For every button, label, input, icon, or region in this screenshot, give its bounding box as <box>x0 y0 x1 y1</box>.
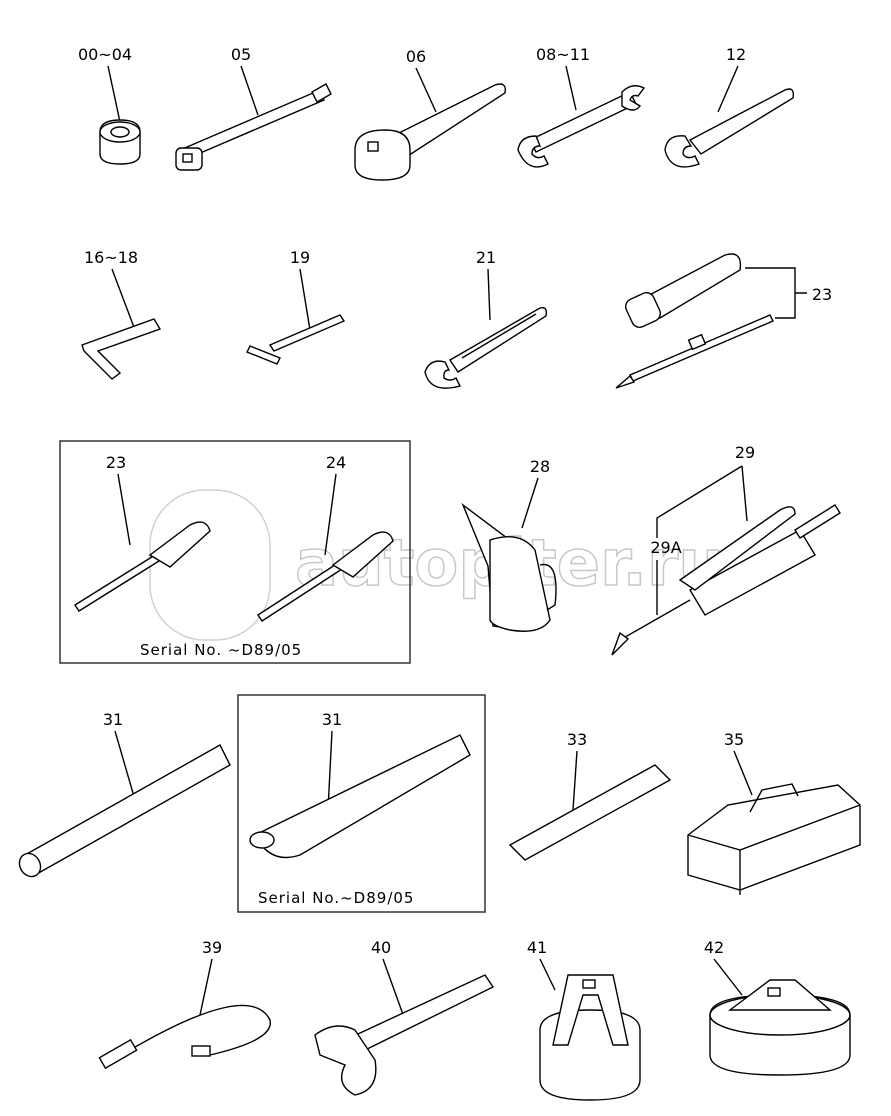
part-label: 35 <box>724 730 744 749</box>
serial-box-1: 23 24 Serial No. ~D89/05 <box>59 440 411 664</box>
serial-box-2: 31 Serial No.~D89/05 <box>237 694 486 913</box>
hammer-40: 40 <box>314 938 495 1096</box>
open-wrench-08-11: 08~11 <box>517 45 646 168</box>
part-label: 24 <box>326 453 346 472</box>
part-label: 23 <box>106 453 126 472</box>
watermark: autopiter.ru <box>149 489 725 641</box>
bar-31: 31 <box>18 710 231 878</box>
part-label: 16~18 <box>84 248 138 267</box>
part-label: 41 <box>527 938 547 957</box>
part-label: 42 <box>704 938 724 957</box>
adjustable-wrench-21: 21 <box>424 248 548 389</box>
part-label: 29 <box>735 443 755 462</box>
screwdriver-set-23: 23 <box>615 253 832 389</box>
part-label: 40 <box>371 938 391 957</box>
part-label: 23 <box>812 285 832 304</box>
part-label: 39 <box>202 938 222 957</box>
part-label: Serial No.~D89/05 <box>258 889 414 907</box>
oil-can-28: 28 <box>461 457 557 632</box>
part-label: 06 <box>406 47 426 66</box>
part-label: 00~04 <box>78 45 132 64</box>
filter-wrench-41: 41 <box>527 938 641 1101</box>
part-label: 21 <box>476 248 496 267</box>
part-label: 05 <box>231 45 251 64</box>
filter-wrench-42: 42 <box>704 938 851 1076</box>
part-label: 31 <box>322 710 342 729</box>
hose-39: 39 <box>98 938 271 1070</box>
part-label: 29A <box>650 538 681 557</box>
part-label: 33 <box>567 730 587 749</box>
ratchet-handle-06: 06 <box>354 47 506 181</box>
part-label: 28 <box>530 457 550 476</box>
tool-box-35: 35 <box>687 730 861 895</box>
part-label: 08~11 <box>536 45 590 64</box>
part-label: 31 <box>103 710 123 729</box>
hex-key-16-18: 16~18 <box>81 248 162 380</box>
extension-bar-05: 05 <box>175 45 332 171</box>
grease-gun-29: 29 29A <box>611 443 841 656</box>
part-label: 12 <box>726 45 746 64</box>
wrench-12: 12 <box>664 45 795 168</box>
t-wrench-19: 19 <box>246 248 346 365</box>
part-label: 19 <box>290 248 310 267</box>
socket-00-04: 00~04 <box>78 45 141 165</box>
part-label: Serial No. ~D89/05 <box>140 641 302 659</box>
hex-bar-33: 33 <box>508 730 672 861</box>
